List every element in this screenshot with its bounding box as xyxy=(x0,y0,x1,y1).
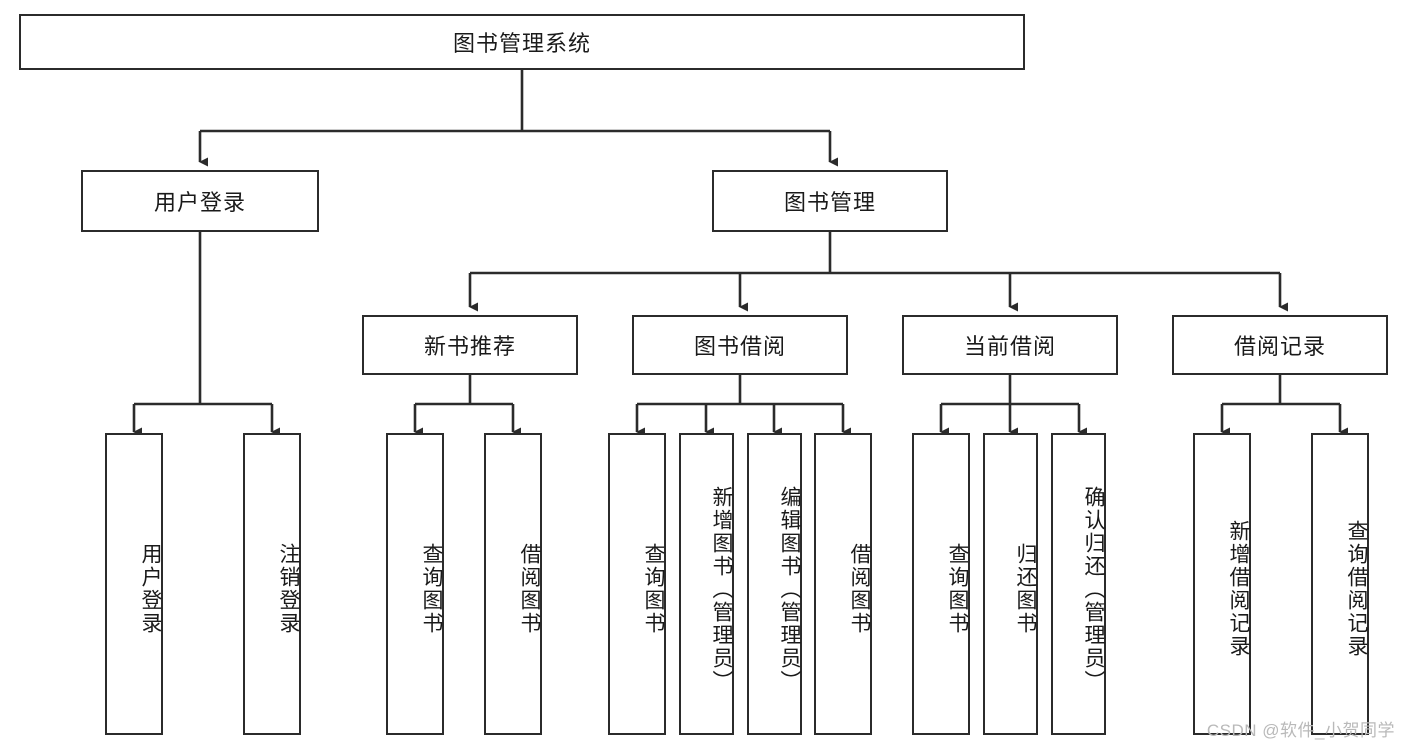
node-leaf-edit-book[interactable]: 编辑图书（管理员） xyxy=(747,433,802,735)
node-new-book-rec[interactable]: 新书推荐 xyxy=(362,315,578,375)
node-book-borrow[interactable]: 图书借阅 xyxy=(632,315,848,375)
node-book-borrow-label: 图书借阅 xyxy=(693,334,786,359)
node-leaf-borrow-book-1-label: 借阅图书 xyxy=(518,543,541,635)
node-borrow-record-label: 借阅记录 xyxy=(1233,334,1326,359)
node-leaf-edit-book-label: 编辑图书（管理员） xyxy=(778,485,801,693)
node-leaf-query-record-label: 查询借阅记录 xyxy=(1345,520,1368,658)
node-leaf-borrow-book-2[interactable]: 借阅图书 xyxy=(814,433,872,735)
edge-borrowrecord-bus xyxy=(1222,375,1340,406)
node-current-borrow[interactable]: 当前借阅 xyxy=(902,315,1118,375)
node-leaf-confirm-return[interactable]: 确认归还（管理员） xyxy=(1051,433,1106,735)
node-leaf-query-book-3-label: 查询图书 xyxy=(946,543,969,635)
node-leaf-add-book[interactable]: 新增图书（管理员） xyxy=(679,433,734,735)
edge-bookborrow-bus xyxy=(637,375,843,406)
node-root-label: 图书管理系统 xyxy=(452,31,591,56)
node-leaf-user-logout[interactable]: 注销登录 xyxy=(243,433,301,735)
edge-userlogin-bus xyxy=(134,232,272,406)
node-leaf-query-book-3[interactable]: 查询图书 xyxy=(912,433,970,735)
node-leaf-query-book-2-label: 查询图书 xyxy=(642,543,665,635)
node-leaf-return-book-label: 归还图书 xyxy=(1014,543,1037,635)
edge-root-bus xyxy=(200,70,830,133)
node-leaf-add-book-label: 新增图书（管理员） xyxy=(710,485,733,693)
node-leaf-user-login[interactable]: 用户登录 xyxy=(105,433,163,735)
node-book-manage-label: 图书管理 xyxy=(783,190,876,215)
node-root[interactable]: 图书管理系统 xyxy=(19,14,1025,70)
node-new-book-rec-label: 新书推荐 xyxy=(423,334,516,359)
node-leaf-user-login-label: 用户登录 xyxy=(139,543,162,635)
node-leaf-query-record[interactable]: 查询借阅记录 xyxy=(1311,433,1369,735)
node-leaf-query-book-1[interactable]: 查询图书 xyxy=(386,433,444,735)
edge-newbook-bus xyxy=(415,375,513,406)
node-leaf-query-book-2[interactable]: 查询图书 xyxy=(608,433,666,735)
node-borrow-record[interactable]: 借阅记录 xyxy=(1172,315,1388,375)
node-leaf-return-book[interactable]: 归还图书 xyxy=(983,433,1038,735)
node-leaf-confirm-return-label: 确认归还（管理员） xyxy=(1082,485,1105,693)
node-book-manage[interactable]: 图书管理 xyxy=(712,170,948,232)
edge-currentborrow-bus xyxy=(941,375,1079,406)
node-leaf-add-record[interactable]: 新增借阅记录 xyxy=(1193,433,1251,735)
node-user-login-label: 用户登录 xyxy=(153,190,246,215)
node-leaf-borrow-book-1[interactable]: 借阅图书 xyxy=(484,433,542,735)
node-user-login[interactable]: 用户登录 xyxy=(81,170,319,232)
node-leaf-add-record-label: 新增借阅记录 xyxy=(1227,520,1250,658)
node-leaf-borrow-book-2-label: 借阅图书 xyxy=(848,543,871,635)
edge-bookmanage-bus xyxy=(470,232,1280,275)
node-current-borrow-label: 当前借阅 xyxy=(963,334,1056,359)
node-leaf-user-logout-label: 注销登录 xyxy=(277,543,300,635)
node-leaf-query-book-1-label: 查询图书 xyxy=(420,543,443,635)
